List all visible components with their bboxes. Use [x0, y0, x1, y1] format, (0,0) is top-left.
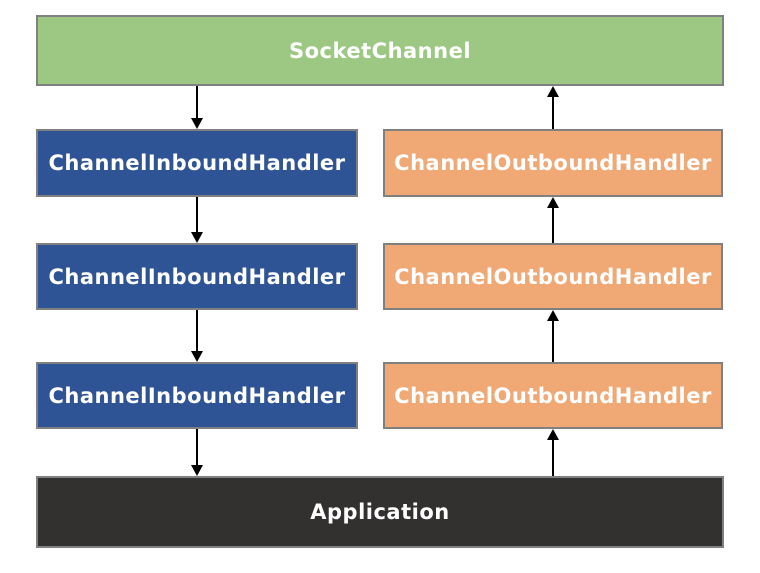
arrow-shaft	[552, 208, 554, 243]
arrow-shaft	[196, 310, 198, 351]
outbound-handler-label: ChannelOutboundHandler	[394, 264, 712, 289]
arrowhead-down-icon	[191, 351, 203, 362]
outbound-handler-box-2: ChannelOutboundHandler	[383, 243, 723, 310]
outbound-handler-box-1: ChannelOutboundHandler	[383, 129, 723, 197]
inbound-handler-box-3: ChannelInboundHandler	[36, 362, 358, 429]
arrow-shaft	[552, 97, 554, 129]
inbound-handler-label: ChannelInboundHandler	[48, 383, 346, 408]
arrow-down-icon	[190, 197, 204, 243]
arrow-shaft	[196, 197, 198, 232]
arrowhead-down-icon	[191, 465, 203, 476]
outbound-handler-label: ChannelOutboundHandler	[394, 383, 712, 408]
inbound-handler-box-1: ChannelInboundHandler	[36, 129, 358, 197]
application-label: Application	[310, 500, 450, 524]
arrow-up-icon	[546, 86, 560, 129]
arrowhead-up-icon	[547, 429, 559, 440]
inbound-handler-box-2: ChannelInboundHandler	[36, 243, 358, 310]
arrow-shaft	[196, 86, 198, 118]
arrow-up-icon	[546, 197, 560, 243]
arrow-shaft	[552, 321, 554, 362]
arrow-up-icon	[546, 429, 560, 476]
application-box: Application	[36, 476, 724, 548]
arrowhead-up-icon	[547, 86, 559, 97]
arrow-down-icon	[190, 310, 204, 362]
arrow-down-icon	[190, 86, 204, 129]
arrowhead-down-icon	[191, 232, 203, 243]
inbound-handler-label: ChannelInboundHandler	[48, 264, 346, 289]
socket-channel-label: SocketChannel	[288, 38, 472, 63]
socket-channel-box: SocketChannel	[36, 15, 724, 86]
inbound-handler-label: ChannelInboundHandler	[48, 151, 346, 175]
outbound-handler-box-3: ChannelOutboundHandler	[383, 362, 723, 429]
arrow-up-icon	[546, 310, 560, 362]
arrowhead-up-icon	[547, 197, 559, 208]
outbound-handler-label: ChannelOutboundHandler	[394, 151, 712, 175]
arrowhead-up-icon	[547, 310, 559, 321]
arrow-shaft	[196, 429, 198, 465]
arrowhead-down-icon	[191, 118, 203, 129]
arrow-down-icon	[190, 429, 204, 476]
arrow-shaft	[552, 440, 554, 476]
